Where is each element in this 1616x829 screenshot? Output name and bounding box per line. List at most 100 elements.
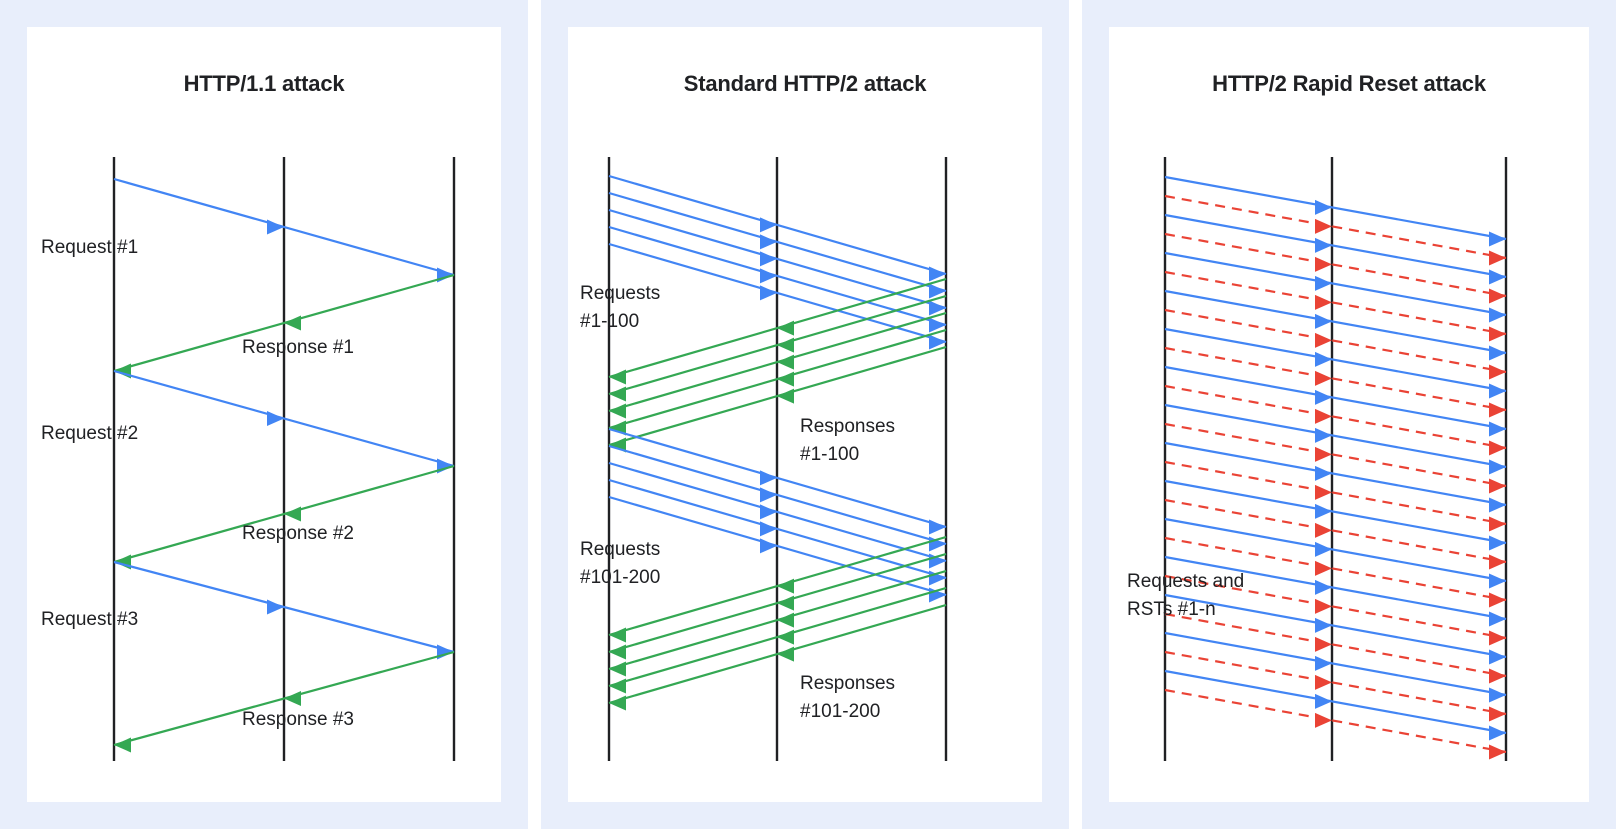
reset-11-arrowhead-end bbox=[1489, 668, 1506, 684]
burst-1-responses-0-arrowhead-end bbox=[609, 369, 626, 385]
burst-2-requests-0-line bbox=[608, 427, 947, 529]
message-label: Responses bbox=[800, 673, 895, 694]
burst-1-responses-0-arrowhead-mid bbox=[777, 320, 794, 336]
reset-7-arrowhead-mid bbox=[1315, 484, 1332, 500]
burst-2-requests-0-arrowhead-end bbox=[929, 519, 946, 535]
burst-0-requests-4-arrowhead-end bbox=[929, 334, 946, 350]
burst-0-requests-0-arrowhead-end bbox=[929, 266, 946, 282]
request-8-arrowhead-end bbox=[1489, 535, 1506, 551]
burst-1-responses-2-arrowhead-end bbox=[609, 403, 626, 419]
burst-2-requests-4-line bbox=[608, 495, 947, 597]
burst-0-requests-3-arrowhead-end bbox=[929, 317, 946, 333]
request-7-arrowhead-mid bbox=[1315, 465, 1332, 481]
request-13-line bbox=[1164, 669, 1507, 735]
request-10-arrowhead-end bbox=[1489, 611, 1506, 627]
message-response-5-arrowhead-mid bbox=[284, 691, 301, 706]
message-request-0-arrowhead-mid bbox=[267, 219, 284, 235]
request-2-arrowhead-mid bbox=[1315, 275, 1332, 291]
request-9-line bbox=[1164, 517, 1507, 583]
request-12-line bbox=[1164, 631, 1507, 697]
burst-3-responses-2-arrowhead-end bbox=[609, 661, 626, 677]
burst-3-responses-2-arrowhead-mid bbox=[777, 612, 794, 628]
burst-1-responses-1-arrowhead-mid bbox=[777, 337, 794, 353]
burst-1-responses-1-arrowhead-end bbox=[609, 386, 626, 402]
reset-6-line bbox=[1164, 422, 1507, 488]
request-10-line bbox=[1164, 555, 1507, 621]
request-6-line bbox=[1164, 403, 1507, 469]
reset-4-arrowhead-mid bbox=[1315, 370, 1332, 386]
burst-0-requests-0-line bbox=[608, 174, 947, 276]
request-1-arrowhead-end bbox=[1489, 269, 1506, 285]
request-6-arrowhead-mid bbox=[1315, 427, 1332, 443]
burst-0-requests-2-arrowhead-end bbox=[929, 300, 946, 316]
reset-2-arrowhead-end bbox=[1489, 326, 1506, 342]
reset-3-arrowhead-mid bbox=[1315, 332, 1332, 348]
request-7-arrowhead-end bbox=[1489, 497, 1506, 513]
reset-10-arrowhead-mid bbox=[1315, 598, 1332, 614]
reset-6-arrowhead-end bbox=[1489, 478, 1506, 494]
request-13-arrowhead-mid bbox=[1315, 693, 1332, 709]
request-4-arrowhead-end bbox=[1489, 383, 1506, 399]
reset-3-line bbox=[1164, 308, 1507, 374]
reset-7-line bbox=[1164, 460, 1507, 526]
reset-9-arrowhead-mid bbox=[1315, 560, 1332, 576]
reset-10-arrowhead-end bbox=[1489, 630, 1506, 646]
request-2-arrowhead-end bbox=[1489, 307, 1506, 323]
message-label: Responses bbox=[800, 416, 895, 437]
reset-12-line bbox=[1164, 650, 1507, 716]
reset-12-arrowhead-mid bbox=[1315, 674, 1332, 690]
reset-5-arrowhead-end bbox=[1489, 440, 1506, 456]
request-3-line bbox=[1164, 289, 1507, 355]
burst-3-responses-3-arrowhead-end bbox=[609, 678, 626, 694]
reset-4-line bbox=[1164, 346, 1507, 412]
message-label: #101-200 bbox=[800, 701, 880, 722]
reset-1-arrowhead-end bbox=[1489, 288, 1506, 304]
reset-13-arrowhead-end bbox=[1489, 744, 1506, 760]
request-5-line bbox=[1164, 365, 1507, 431]
request-0-arrowhead-mid bbox=[1315, 199, 1332, 215]
burst-0-requests-3-line bbox=[608, 225, 947, 327]
message-label: #101-200 bbox=[580, 567, 660, 588]
burst-0-requests-2-line bbox=[608, 208, 947, 310]
message-label: Request #1 bbox=[41, 237, 138, 258]
message-response-3-arrowhead-mid bbox=[284, 506, 301, 522]
burst-2-requests-3-arrowhead-mid bbox=[760, 521, 777, 537]
burst-2-requests-2-line bbox=[608, 461, 947, 563]
request-0-arrowhead-end bbox=[1489, 231, 1506, 247]
reset-2-line bbox=[1164, 270, 1507, 336]
burst-3-responses-4-arrowhead-mid bbox=[777, 646, 794, 662]
panel-gap-1 bbox=[528, 0, 541, 829]
reset-8-arrowhead-end bbox=[1489, 554, 1506, 570]
request-1-line bbox=[1164, 213, 1507, 279]
reset-13-arrowhead-mid bbox=[1315, 712, 1332, 728]
reset-1-line bbox=[1164, 232, 1507, 298]
request-4-line bbox=[1164, 327, 1507, 393]
request-11-arrowhead-mid bbox=[1315, 617, 1332, 633]
burst-2-requests-0-arrowhead-mid bbox=[760, 470, 777, 486]
reset-6-arrowhead-mid bbox=[1315, 446, 1332, 462]
panel-gap-2 bbox=[1069, 0, 1082, 829]
reset-0-arrowhead-end bbox=[1489, 250, 1506, 266]
request-6-arrowhead-end bbox=[1489, 459, 1506, 475]
message-request-4-arrowhead-mid bbox=[267, 599, 284, 615]
panel-http2-standard-title: Standard HTTP/2 attack bbox=[683, 71, 927, 96]
request-7-line bbox=[1164, 441, 1507, 507]
message-label: Response #3 bbox=[242, 709, 354, 730]
request-8-arrowhead-mid bbox=[1315, 503, 1332, 519]
request-12-arrowhead-mid bbox=[1315, 655, 1332, 671]
message-label: #1-100 bbox=[800, 444, 859, 465]
reset-13-line bbox=[1164, 688, 1507, 754]
reset-9-arrowhead-end bbox=[1489, 592, 1506, 608]
message-label: Response #1 bbox=[242, 337, 354, 358]
http2-standard-sequence-svg: Requests#1-100Responses#1-100Requests#10… bbox=[580, 157, 948, 761]
reset-0-line bbox=[1164, 194, 1507, 260]
request-8-line bbox=[1164, 479, 1507, 545]
reset-8-line bbox=[1164, 498, 1507, 564]
